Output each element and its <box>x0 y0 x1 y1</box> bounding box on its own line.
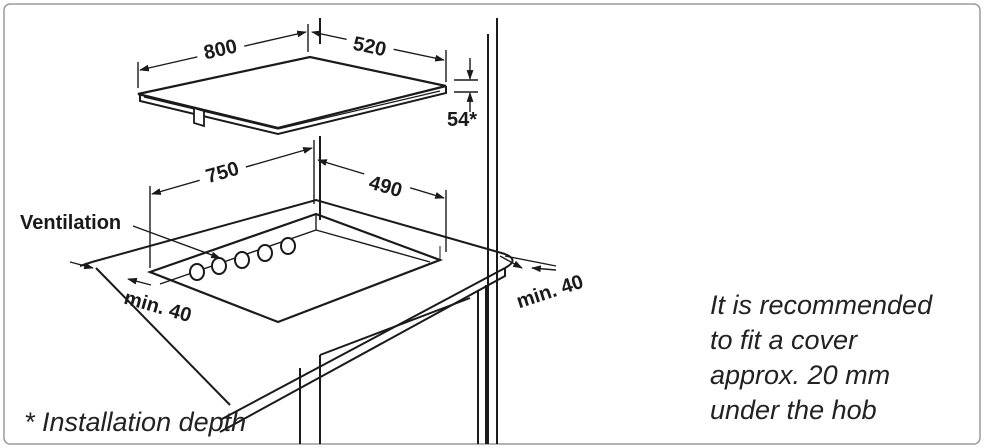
vent-hole <box>257 244 273 262</box>
min40-left-label: min. 40 <box>122 287 194 327</box>
dimension-min40-left <box>69 261 152 286</box>
ventilation-leader <box>132 225 221 259</box>
border-frame <box>3 3 981 445</box>
vent-hole <box>211 257 227 275</box>
recommendation-line: approx. 20 mm <box>710 360 891 390</box>
dim-54-label: 54* <box>447 109 477 131</box>
dim-750-label: 750 <box>203 158 241 188</box>
vent-hole <box>189 263 205 281</box>
recommendation-line: It is recommended <box>710 290 933 320</box>
ventilation-holes <box>189 237 296 281</box>
ventilation-label: Ventilation <box>20 212 121 234</box>
dimension-min40-right <box>499 255 557 273</box>
vent-hole <box>234 251 250 269</box>
dim-490-label: 490 <box>366 172 404 202</box>
hob <box>137 55 447 136</box>
min40-right-label: min. 40 <box>514 271 586 313</box>
cabinet <box>299 285 487 444</box>
recommendation-line: to fit a cover <box>710 325 858 355</box>
wall <box>319 18 498 444</box>
vent-hole <box>280 237 296 255</box>
dimension-54 <box>454 58 478 112</box>
recommendation-note: It is recommended to fit a cover approx.… <box>710 288 932 428</box>
footnote: * Installation depth <box>24 407 247 437</box>
worktop <box>79 198 514 433</box>
recommendation-line: under the hob <box>710 395 877 425</box>
